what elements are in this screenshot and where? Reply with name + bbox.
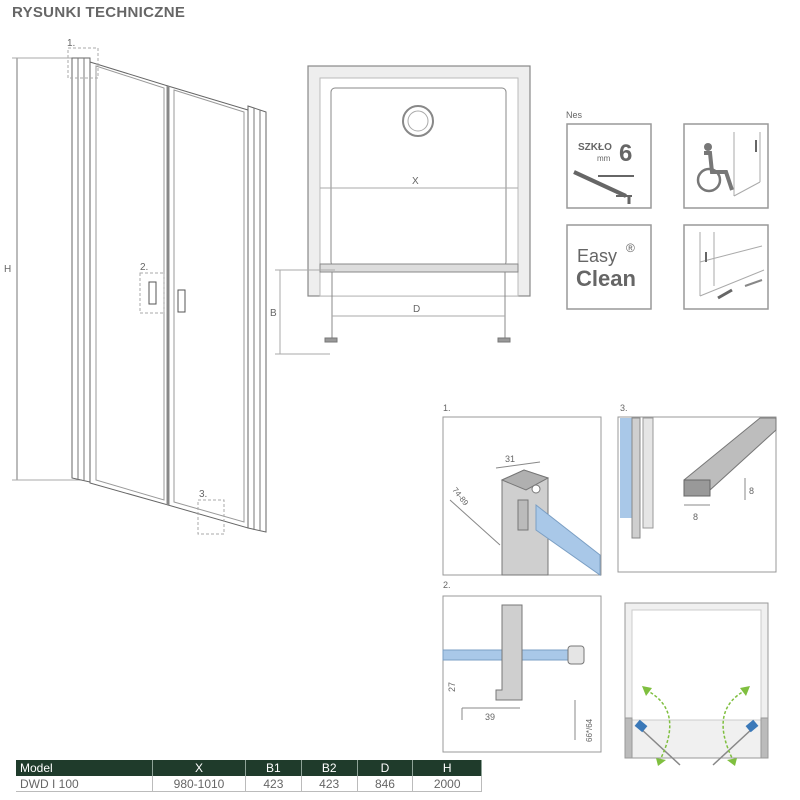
callout-box-3	[197, 499, 225, 535]
left-wall-profile	[71, 57, 91, 483]
cell-b2: 423	[301, 776, 358, 792]
easy-line1: Easy	[577, 246, 617, 266]
low-threshold-icon	[683, 224, 769, 310]
drain-inner	[407, 110, 429, 132]
detail-2-dim-v: 27	[447, 682, 457, 692]
col-b1: B1	[245, 760, 302, 776]
page-title: RYSUNKI TECHNICZNE	[12, 4, 186, 21]
detail-3-label: 3.	[620, 403, 628, 413]
callout-2-label: 2.	[140, 262, 148, 273]
detail-1-dim-top: 31	[505, 454, 515, 464]
callout-box-1	[67, 47, 99, 79]
callout-3-label: 3.	[199, 489, 207, 500]
glass-unit: mm	[597, 154, 611, 163]
detail-3	[617, 416, 777, 573]
right-handle	[177, 289, 186, 313]
detail-3-dim-v: 8	[749, 486, 754, 496]
callout-1-label: 1.	[67, 38, 75, 49]
easy-clean-icon: Easy Clean ®	[566, 224, 652, 310]
detail-2-dim-h: 39	[485, 712, 495, 722]
right-wall-profile	[247, 105, 267, 533]
cell-model: DWD I 100	[16, 776, 153, 792]
left-handle	[148, 281, 157, 305]
table-header-row: Model X B1 B2 D H	[16, 760, 482, 776]
col-b2: B2	[301, 760, 358, 776]
door-track	[319, 263, 519, 273]
table-row: DWD I 100 980-1010 423 423 846 2000	[16, 776, 482, 792]
detail-2	[442, 595, 602, 753]
glass-value: 6	[619, 140, 632, 167]
specs-table: Model X B1 B2 D H DWD I 100 980-1010 423…	[16, 760, 482, 792]
left-handle-plan	[324, 337, 338, 343]
easy-mark: ®	[626, 241, 635, 255]
glass-6mm-icon: SZKŁO mm 6	[566, 123, 652, 209]
col-x: X	[152, 760, 246, 776]
detail-1-label: 1.	[443, 403, 451, 413]
detail-2-dim-right: 66*/64	[585, 718, 594, 742]
accessibility-icon	[683, 123, 769, 209]
col-d: D	[357, 760, 414, 776]
col-model: Model	[16, 760, 153, 776]
cell-x: 980-1010	[152, 776, 246, 792]
plan-view	[275, 65, 531, 355]
right-door	[167, 85, 249, 529]
dim-b-label: B	[270, 308, 277, 319]
callout-box-2	[139, 272, 165, 314]
cell-h: 2000	[412, 776, 482, 792]
right-door-glass	[173, 89, 245, 523]
detail-1	[442, 416, 602, 576]
door-elevation	[12, 47, 267, 535]
detail-3-dim-h: 8	[693, 512, 698, 522]
right-handle-plan	[497, 337, 511, 343]
nes-label: Nes	[566, 110, 583, 120]
dim-d-label: D	[413, 304, 420, 315]
dim-h-label: H	[4, 264, 11, 275]
cell-b1: 423	[245, 776, 302, 792]
swing-plan	[624, 602, 769, 766]
left-door-glass	[95, 65, 165, 501]
cell-d: 846	[357, 776, 414, 792]
detail-2-label: 2.	[443, 580, 451, 590]
dim-x-label: X	[412, 176, 419, 187]
easy-line2: Clean	[576, 266, 636, 291]
glass-label: SZKŁO	[578, 142, 612, 153]
col-h: H	[412, 760, 482, 776]
